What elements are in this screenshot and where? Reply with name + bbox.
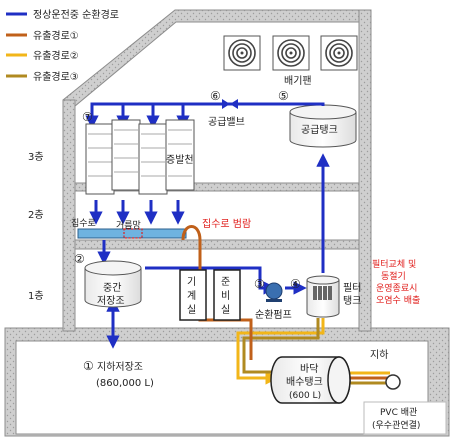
- machine-room-char: 기: [187, 276, 196, 288]
- filter-note-line: 오염수 배출: [376, 295, 420, 306]
- pvc-pipe-label-2: (우수관연결): [372, 420, 420, 431]
- marker-2: ②: [74, 252, 85, 266]
- left-wall: [62, 99, 76, 332]
- collector-trough: 집수로 거름망: [71, 217, 187, 239]
- machine-room-char: 계: [187, 290, 196, 302]
- floor-label-3f: 3층: [28, 151, 44, 163]
- machine-room-char: 실: [187, 304, 196, 316]
- filter-tank-label-2: 탱크: [343, 295, 361, 307]
- mid-tank: 중간 저장조: [84, 260, 142, 308]
- strainer-label: 거름망: [116, 220, 141, 231]
- marker-1: ①: [83, 359, 94, 373]
- filter-tank-label-1: 필터: [343, 282, 361, 294]
- underground-tank-label-2: (860,000 L): [96, 378, 154, 389]
- fan-icon: [272, 35, 310, 71]
- filter-note: 필터교체 및 동절기 운영종료시 오염수 배출: [372, 258, 420, 306]
- mid-to-pump-pipe: [145, 266, 277, 295]
- mid-tank-label-2: 저장조: [97, 295, 125, 307]
- evaporator-sheet: [138, 123, 168, 195]
- pvc-pipe: PVC 배관 (우수관연결): [363, 374, 447, 435]
- legend-label: 유출경로③: [33, 70, 79, 83]
- machine-room: 기 계 실: [179, 269, 207, 321]
- pvc-pipe-label-1: PVC 배관: [380, 407, 417, 418]
- marker-4: ④: [290, 277, 301, 291]
- supply-tank: 공급탱크: [289, 104, 357, 148]
- evaporator-sheet: [111, 119, 141, 191]
- slab-2f: [74, 239, 360, 250]
- mid-tank-label-1: 중간: [103, 282, 121, 294]
- circulation-pump-label: 순환펌프: [255, 309, 292, 321]
- floor-label-1f: 1층: [28, 290, 44, 302]
- leak-paths: [236, 318, 390, 385]
- slab-3f: [74, 182, 360, 192]
- supply-tank-label: 공급탱크: [301, 124, 338, 136]
- exhaust-fans: 배기팬: [223, 35, 358, 87]
- evaporator-sheet: [165, 119, 195, 191]
- legend-label: 정상운전중 순환경로: [33, 8, 119, 21]
- marker-7: ⑦: [82, 110, 93, 124]
- legend-item-leak2: 유출경로②: [6, 49, 79, 62]
- prep-room-char: 비: [221, 290, 230, 302]
- collector-overflow-label: 집수로 범람: [202, 217, 251, 230]
- legend-label: 유출경로①: [33, 29, 79, 42]
- supply-valve: 공급밸브: [208, 99, 245, 128]
- strainer: [123, 228, 143, 239]
- evaporator: [85, 119, 195, 195]
- prep-room-char: 실: [221, 304, 230, 316]
- fan-icon: [223, 35, 261, 71]
- floor-drain-tank: 바닥 배수탱크 (600 L): [270, 356, 351, 404]
- building-walls: [62, 9, 372, 332]
- circulation-pipes: [85, 102, 330, 349]
- leak3-path: [242, 318, 320, 374]
- exhaust-fan-label: 배기팬: [284, 75, 312, 87]
- fan-icon: [320, 35, 358, 71]
- marker-6: ⑥: [210, 89, 221, 103]
- legend: 정상운전중 순환경로 유출경로① 유출경로② 유출경로③: [6, 8, 119, 83]
- circulation-pump: 순환펌프: [255, 282, 292, 321]
- marker-5: ⑤: [278, 89, 289, 103]
- filter-tank: 필터 탱크: [306, 275, 361, 318]
- legend-label: 유출경로②: [33, 49, 79, 62]
- floor-drain-tank-label-3: (600 L): [289, 391, 321, 401]
- marker-3: ③: [254, 277, 265, 291]
- filter-note-line: 필터교체 및: [372, 258, 416, 270]
- floor-drain-tank-label-1: 바닥: [300, 363, 318, 375]
- evaporator-label: 증발천: [166, 154, 194, 166]
- legend-item-circulation: 정상운전중 순환경로: [6, 8, 119, 21]
- step-markers: ① ② ③ ④ ⑤ ⑥ ⑦: [74, 89, 301, 373]
- right-wall: [358, 9, 372, 332]
- leak2-path: [236, 318, 325, 385]
- collector-label: 집수로: [71, 217, 96, 229]
- supply-valve-label: 공급밸브: [208, 116, 245, 128]
- prep-room-char: 준: [221, 276, 230, 288]
- legend-item-leak1: 유출경로①: [6, 29, 79, 42]
- prep-room: 준 비 실: [213, 269, 241, 321]
- floor-label-b1: 지하: [370, 348, 388, 361]
- underground-tank: 지하저장조 (860,000 L): [96, 360, 154, 389]
- filter-note-line: 동절기: [381, 270, 406, 282]
- floor-drain-tank-label-2: 배수탱크: [286, 376, 323, 388]
- floor-label-2f: 2층: [28, 209, 44, 221]
- underground-tank-label-1: 지하저장조: [97, 360, 143, 373]
- evaporator-sheet: [85, 123, 115, 195]
- filter-note-line: 운영종료시: [376, 283, 417, 294]
- legend-item-leak3: 유출경로③: [6, 70, 79, 83]
